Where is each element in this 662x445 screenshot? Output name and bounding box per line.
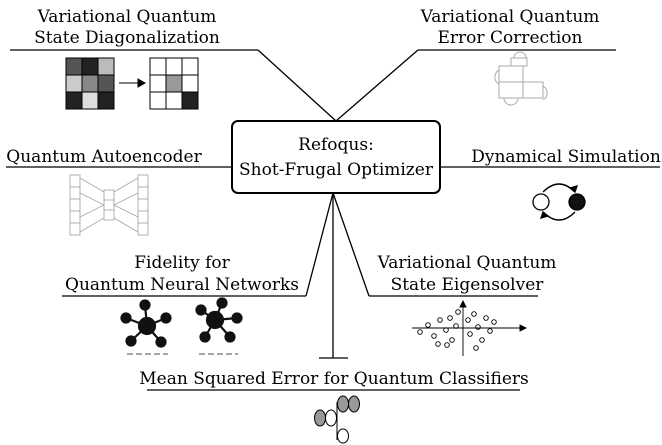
vqse-label-line1: Variational Quantum — [377, 253, 557, 273]
connector-lines — [6, 49, 660, 391]
classifier-circles-icon — [314, 395, 360, 444]
matrix-diagonalization-icon — [65, 57, 199, 110]
vqse-label-line2: State Eigensolver — [391, 275, 545, 295]
dynamics-label: Dynamical Simulation — [471, 147, 661, 167]
qubit-lattice-icon — [494, 51, 548, 106]
vqsd-label-line2: State Diagonalization — [34, 28, 220, 48]
center-subtitle: Shot-Frugal Optimizer — [239, 160, 434, 180]
autoencoder-label: Quantum Autoencoder — [6, 147, 202, 167]
center-title: Refoqus: — [298, 135, 374, 155]
autoencoder-network-icon — [69, 174, 149, 236]
fidelity-label-line2: Quantum Neural Networks — [65, 275, 299, 295]
vqec-label-line2: Error Correction — [438, 28, 583, 48]
fidelity-label-line1: Fidelity for — [134, 253, 230, 273]
scatter-eigen-icon — [412, 299, 528, 356]
mse-label: Mean Squared Error for Quantum Classifie… — [139, 369, 529, 389]
molecule-network-icon — [120, 297, 243, 348]
vqsd-label-line1: Variational Quantum — [37, 7, 217, 27]
state-evolution-icon — [532, 183, 586, 221]
vqec-label-line1: Variational Quantum — [420, 7, 600, 27]
center-node: Refoqus: Shot-Frugal Optimizer — [231, 120, 441, 194]
